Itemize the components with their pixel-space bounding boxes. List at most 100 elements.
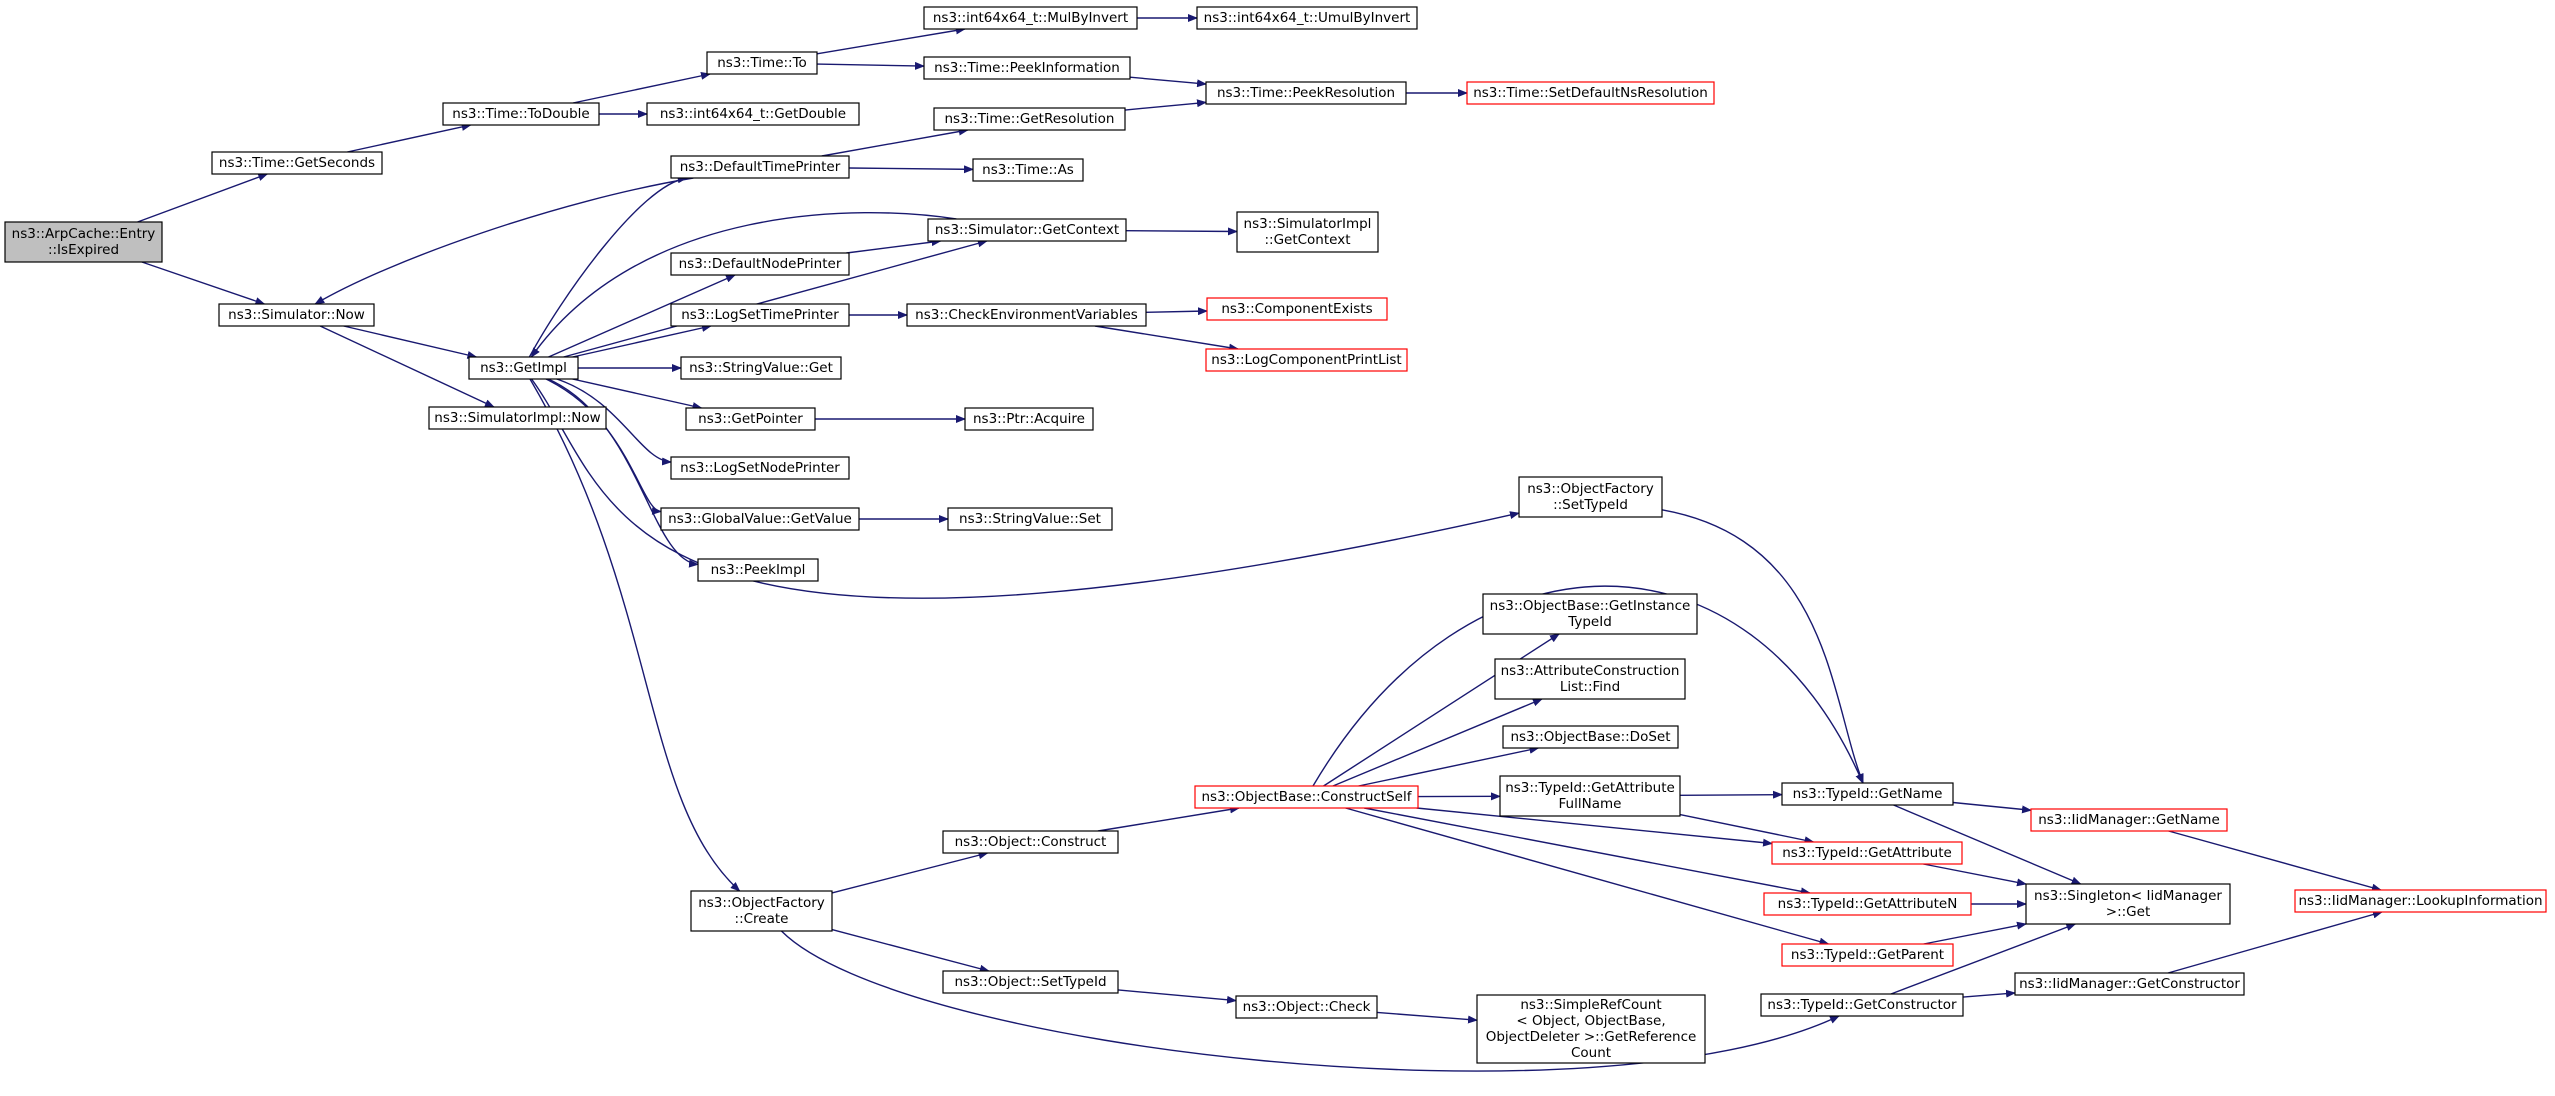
node-box — [923, 6, 1138, 30]
node-umulbyinvert[interactable]: ns3::int64x64_t::UmulByInvert — [1196, 6, 1418, 30]
node-deftimeprinter[interactable]: ns3::DefaultTimePrinter — [670, 155, 850, 179]
edge-tidgetname-to-singletonget — [1893, 804, 2082, 885]
node-iidlookup[interactable]: ns3::IidManager::LookupInformation — [2294, 889, 2547, 913]
node-todouble[interactable]: ns3::Time::ToDouble — [442, 102, 600, 126]
node-label: >::Get — [2106, 904, 2150, 920]
node-tidgetconstructor[interactable]: ns3::TypeId::GetConstructor — [1760, 993, 1964, 1017]
edge-simnow-to-getimpl — [343, 325, 478, 359]
node-label: ns3::Time::PeekResolution — [1217, 85, 1395, 101]
node-label: ns3::TypeId::GetAttributeN — [1778, 896, 1958, 912]
node-label: ns3::GetImpl — [480, 360, 567, 376]
node-mulbyinvert[interactable]: ns3::int64x64_t::MulByInvert — [923, 6, 1138, 30]
node-label: ns3::StringValue::Get — [689, 360, 833, 376]
node-objsettypeid[interactable]: ns3::Object::SetTypeId — [942, 970, 1119, 994]
node-getimpl[interactable]: ns3::GetImpl — [468, 356, 579, 380]
edge-getres-to-peekres — [1124, 99, 1207, 111]
edge-objsettypeid-to-objcheck — [1117, 989, 1237, 1004]
node-box — [942, 830, 1119, 854]
node-box — [1466, 81, 1715, 105]
node-label: ns3::int64x64_t::MulByInvert — [933, 10, 1128, 26]
node-getseconds[interactable]: ns3::Time::GetSeconds — [211, 151, 383, 175]
node-label: ns3::TypeId::GetParent — [1791, 947, 1944, 963]
node-singletonget[interactable]: ns3::Singleton< IidManager>::Get — [2025, 883, 2231, 925]
node-logcompprint[interactable]: ns3::LogComponentPrintList — [1205, 348, 1408, 372]
node-iidgetname[interactable]: ns3::IidManager::GetName — [2030, 808, 2228, 832]
node-box — [697, 558, 819, 582]
node-box — [1494, 658, 1686, 700]
node-peekimpl[interactable]: ns3::PeekImpl — [697, 558, 819, 582]
node-label: ns3::Ptr::Acquire — [973, 411, 1085, 427]
node-obconstructself[interactable]: ns3::ObjectBase::ConstructSelf — [1194, 785, 1419, 809]
node-getdouble[interactable]: ns3::int64x64_t::GetDouble — [646, 102, 860, 126]
node-tidgetattrn[interactable]: ns3::TypeId::GetAttributeN — [1763, 892, 1972, 916]
node-checkenv[interactable]: ns3::CheckEnvironmentVariables — [906, 303, 1147, 327]
node-simplerefcount[interactable]: ns3::SimpleRefCount< Object, ObjectBase,… — [1476, 994, 1706, 1064]
edge-deftimeprinter-to-timeas — [848, 165, 974, 174]
edge-getimpl-to-peekimpl — [547, 378, 699, 568]
edge-getimpl-to-getpointer — [572, 378, 703, 410]
edge-ofcreate-to-objsettypeid — [831, 928, 990, 973]
edge-getimpl-to-logsettime — [572, 324, 712, 358]
node-label: ::SetTypeId — [1553, 497, 1628, 513]
node-label: ns3::ArpCache::Entry — [12, 226, 156, 242]
node-obdoset[interactable]: ns3::ObjectBase::DoSet — [1502, 725, 1679, 749]
node-ptracquire[interactable]: ns3::Ptr::Acquire — [964, 407, 1094, 431]
edge-timeto-to-mulbyinvert — [816, 26, 966, 55]
node-strvalget[interactable]: ns3::StringValue::Get — [680, 356, 842, 380]
node-peekinfo[interactable]: ns3::Time::PeekInformation — [923, 56, 1131, 80]
node-strvalset[interactable]: ns3::StringValue::Set — [947, 507, 1113, 531]
node-ofcreate[interactable]: ns3::ObjectFactory::Create — [690, 890, 833, 932]
node-label: ns3::IidManager::GetConstructor — [2019, 976, 2240, 992]
node-simnow[interactable]: ns3::Simulator::Now — [218, 303, 375, 327]
node-getpointer[interactable]: ns3::GetPointer — [685, 407, 816, 431]
node-label: ns3::SimulatorImpl::Now — [434, 410, 600, 426]
edge-checkenv-to-compexists — [1145, 307, 1208, 316]
node-box — [211, 151, 383, 175]
node-logsettime[interactable]: ns3::LogSetTimePrinter — [670, 303, 850, 327]
node-timeto[interactable]: ns3::Time::To — [706, 51, 818, 75]
node-compexists[interactable]: ns3::ComponentExists — [1206, 297, 1388, 321]
edge-tidgetconstructor-to-singletonget — [1890, 923, 2077, 995]
node-label: ns3::GetPointer — [698, 411, 803, 427]
node-box — [2030, 808, 2228, 832]
edge-ofsettypeid-to-tidgetname — [1661, 509, 1864, 784]
node-timeas[interactable]: ns3::Time::As — [972, 158, 1084, 182]
node-simgetctx[interactable]: ns3::Simulator::GetContext — [927, 218, 1127, 242]
node-label: ObjectDeleter >::GetReference — [1486, 1029, 1697, 1045]
node-box — [1196, 6, 1418, 30]
node-box — [1235, 995, 1378, 1019]
edge-tidgetname-to-iidgetname — [1952, 801, 2032, 814]
node-label: ns3::IidManager::LookupInformation — [2298, 893, 2542, 909]
node-peekres[interactable]: ns3::Time::PeekResolution — [1205, 81, 1407, 105]
edge-getimpl-to-logsetnode — [556, 378, 672, 466]
node-setdefns[interactable]: ns3::Time::SetDefaultNsResolution — [1466, 81, 1715, 105]
node-box — [1482, 593, 1698, 635]
node-objconstruct[interactable]: ns3::Object::Construct — [942, 830, 1119, 854]
node-defnodeprinter[interactable]: ns3::DefaultNodePrinter — [670, 252, 850, 276]
node-logsetnode[interactable]: ns3::LogSetNodePrinter — [670, 456, 850, 480]
node-tidgetattr[interactable]: ns3::TypeId::GetAttribute — [1771, 841, 1963, 865]
node-iidgetconstructor[interactable]: ns3::IidManager::GetConstructor — [2014, 972, 2245, 996]
node-root[interactable]: ns3::ArpCache::Entry::IsExpired — [4, 221, 163, 263]
node-label: ::IsExpired — [48, 242, 119, 258]
node-simimplgetctx[interactable]: ns3::SimulatorImpl::GetContext — [1236, 211, 1379, 253]
node-box — [670, 155, 850, 179]
node-simimplnow[interactable]: ns3::SimulatorImpl::Now — [428, 406, 607, 430]
node-box — [646, 102, 860, 126]
node-tidgetparent[interactable]: ns3::TypeId::GetParent — [1781, 943, 1954, 967]
node-tidgetname[interactable]: ns3::TypeId::GetName — [1781, 782, 1954, 806]
edge-tidgetattrfull-to-tidgetname — [1679, 790, 1783, 799]
node-label: ns3::int64x64_t::UmulByInvert — [1204, 10, 1411, 26]
node-globalgetvalue[interactable]: ns3::GlobalValue::GetValue — [660, 507, 860, 531]
node-label: FullName — [1559, 796, 1622, 812]
node-objcheck[interactable]: ns3::Object::Check — [1235, 995, 1378, 1019]
node-ofsettypeid[interactable]: ns3::ObjectFactory::SetTypeId — [1518, 476, 1663, 518]
node-getres[interactable]: ns3::Time::GetResolution — [933, 107, 1126, 131]
node-box — [670, 303, 850, 327]
node-label: ns3::ObjectBase::ConstructSelf — [1202, 789, 1413, 805]
node-label: ns3::int64x64_t::GetDouble — [660, 106, 846, 122]
